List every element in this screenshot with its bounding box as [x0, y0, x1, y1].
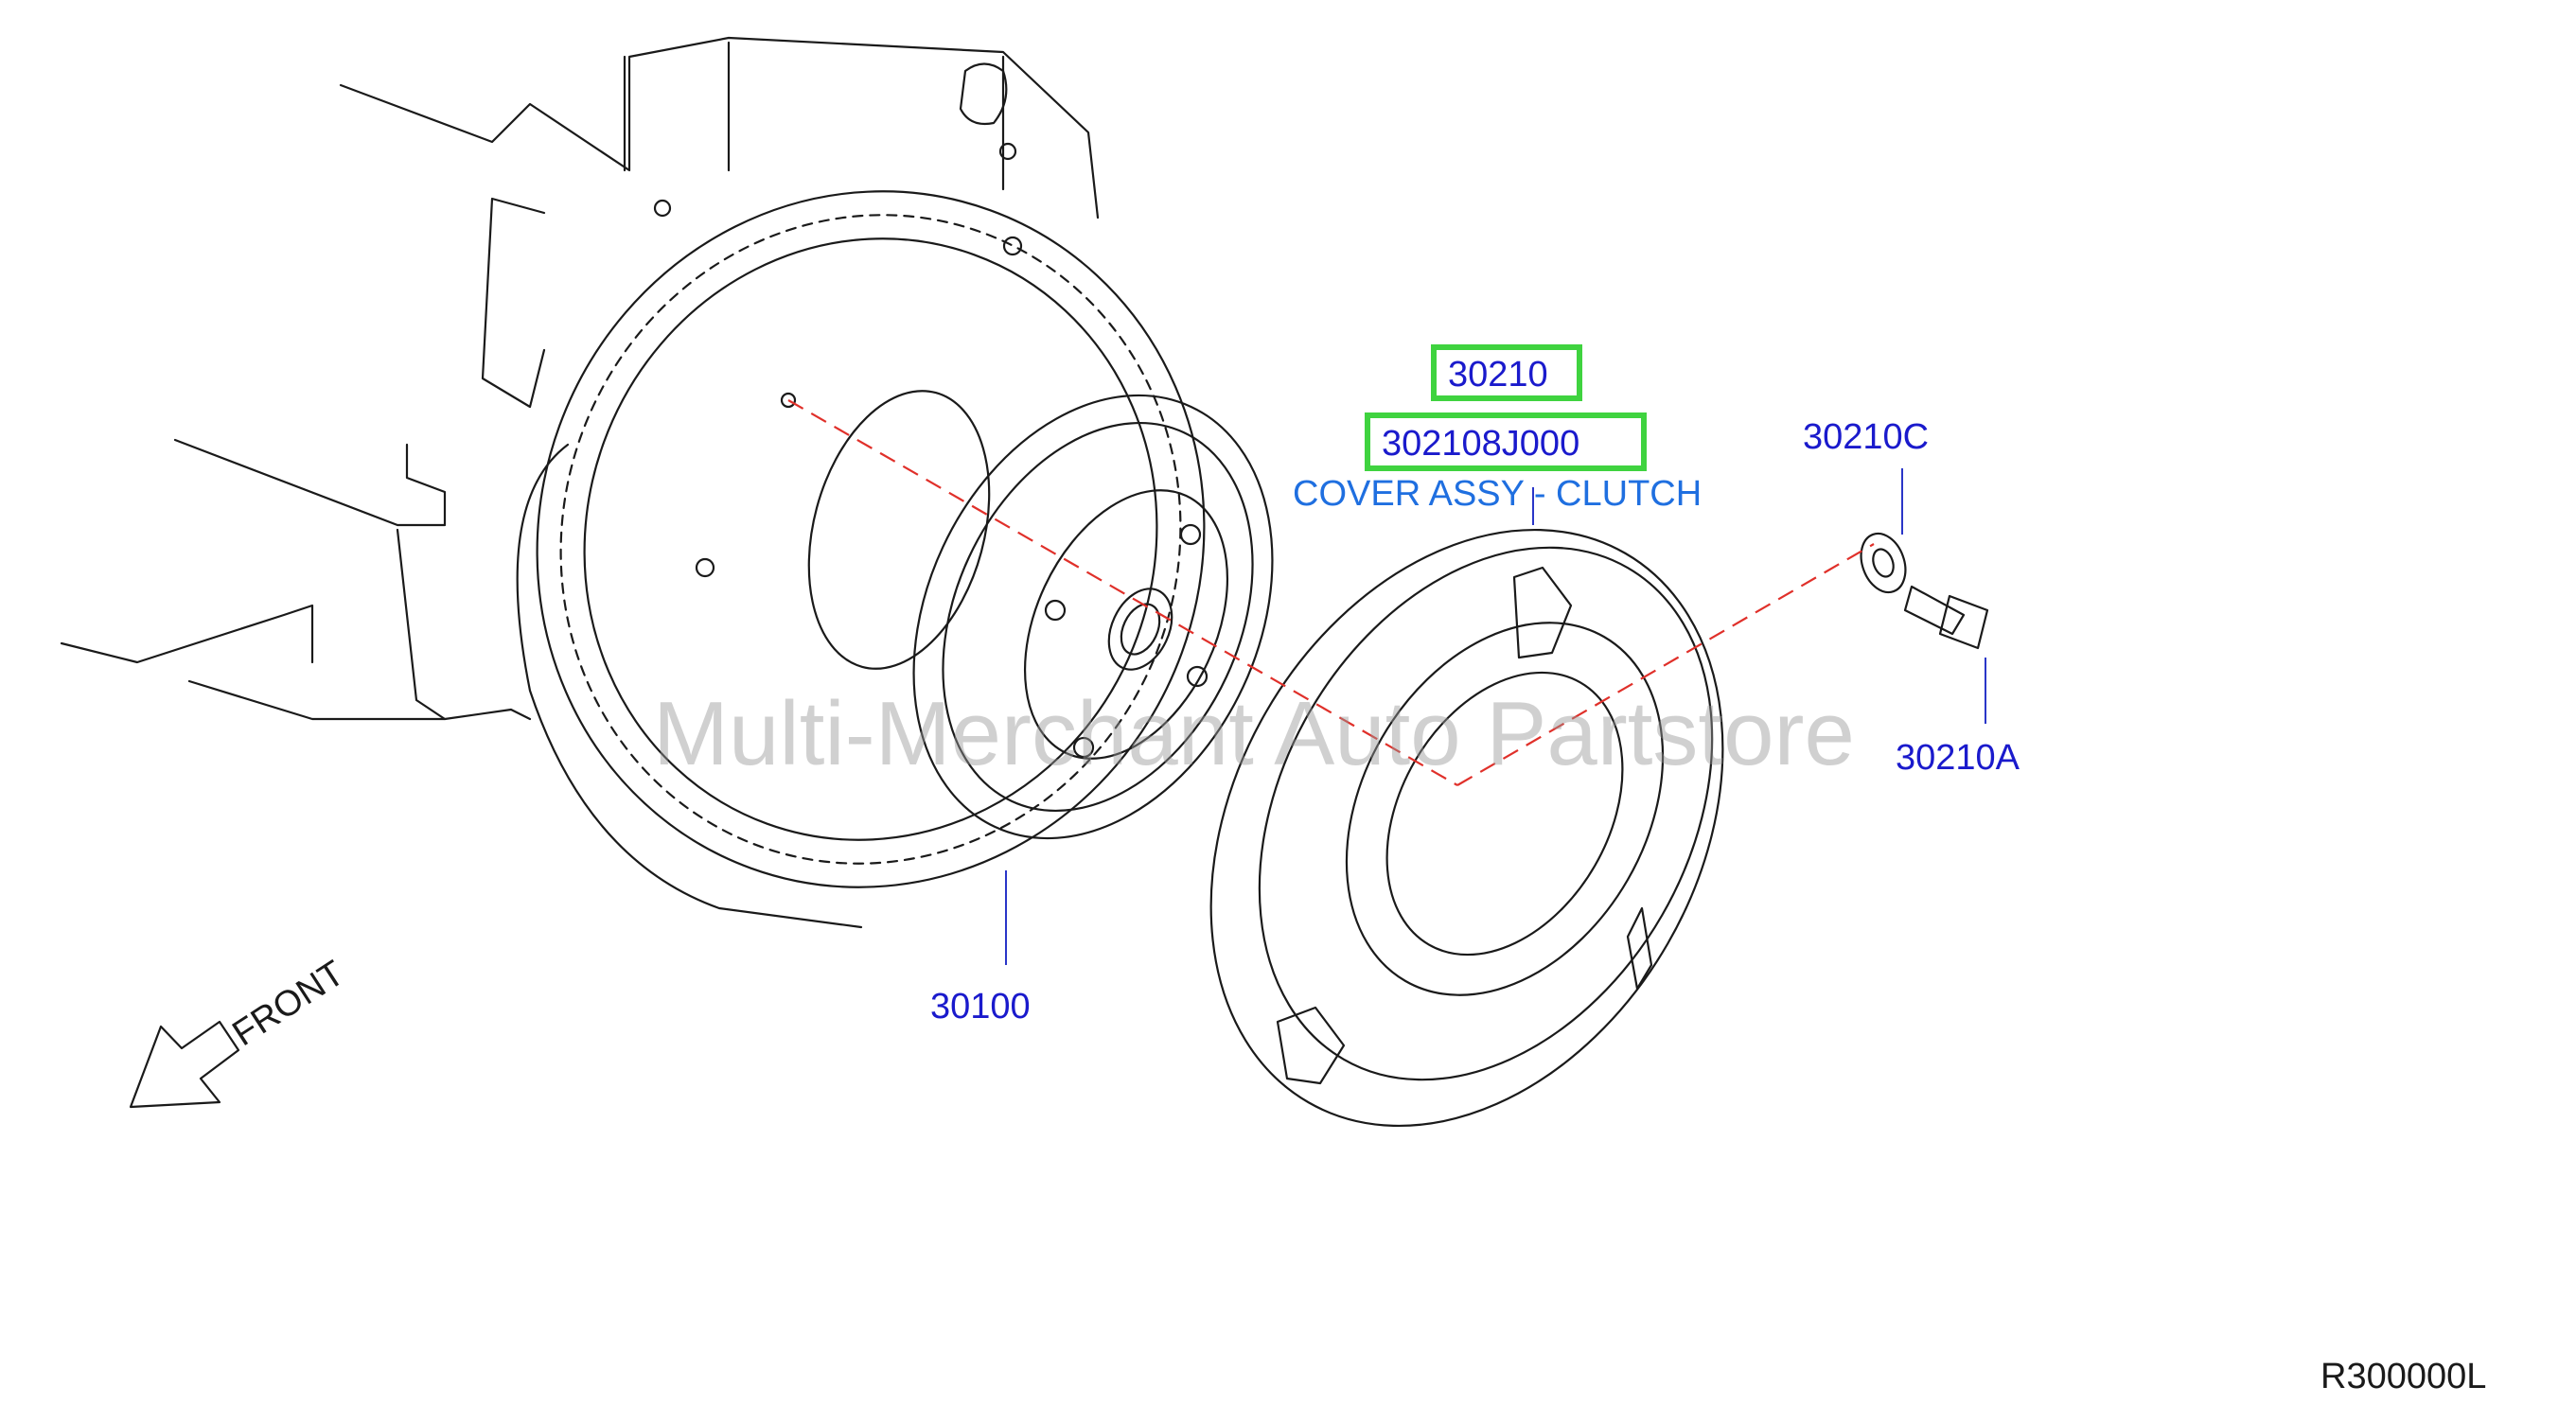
callout-bolt[interactable]: 30210A	[1896, 738, 2020, 778]
callout-highlight-assembly	[1431, 344, 1582, 401]
callout-disc[interactable]: 30100	[930, 987, 1031, 1027]
flywheel	[516, 190, 1206, 929]
centerline	[787, 399, 1875, 786]
washer-and-bolt	[1860, 532, 1989, 650]
figure-code: R300000L	[2320, 1357, 2487, 1396]
callout-description: COVER ASSY - CLUTCH	[1293, 474, 1703, 514]
clutch-cover	[1209, 528, 1724, 1128]
callout-part-number[interactable]: 302108J000	[1382, 424, 1580, 464]
engine-block-outline	[60, 36, 1100, 721]
callout-washer[interactable]: 30210C	[1803, 417, 1930, 457]
callout-assembly[interactable]: 30210	[1448, 355, 1548, 395]
front-arrow-icon	[129, 1020, 240, 1109]
leader-lines	[1005, 468, 1986, 965]
clutch-disc	[912, 394, 1274, 840]
callout-highlight-part-number	[1365, 412, 1647, 471]
